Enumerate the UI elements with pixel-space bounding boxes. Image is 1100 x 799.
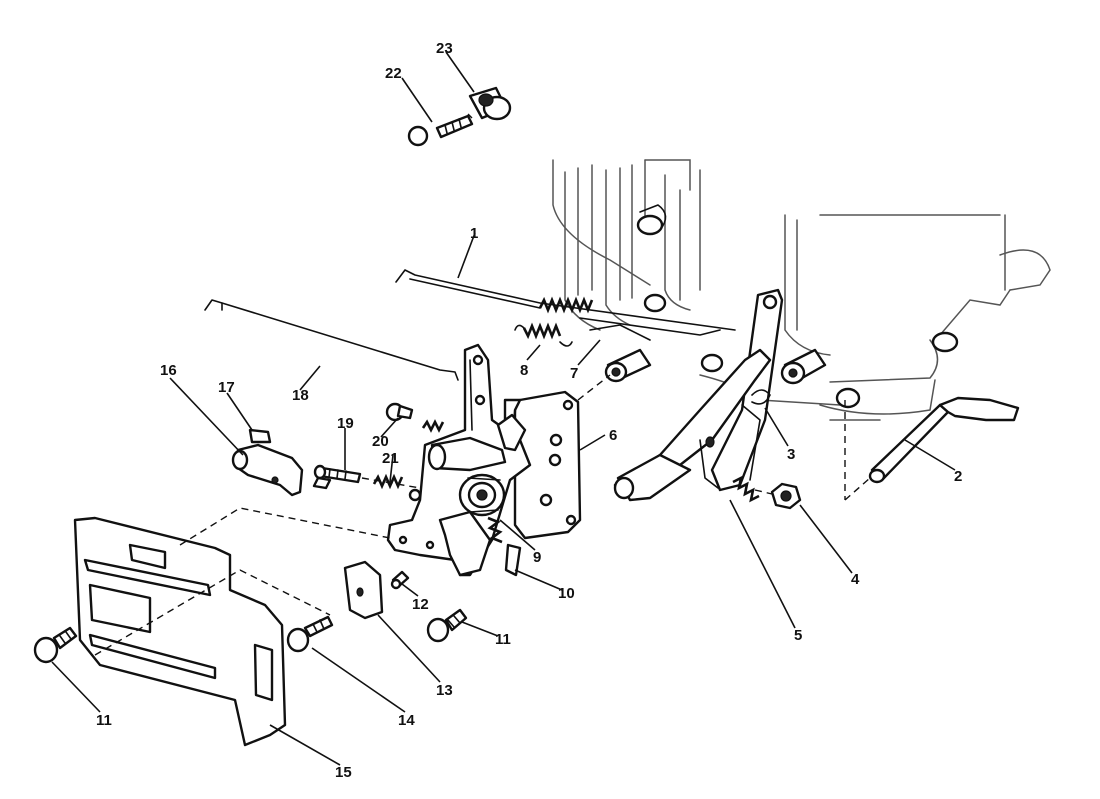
part-23-cable-clamp: [468, 86, 512, 121]
assembly-line-4: [754, 489, 773, 495]
callout-9: 9: [533, 549, 541, 566]
part-19-screw: [313, 464, 362, 484]
callout-1: 1: [470, 225, 478, 242]
assembly-line-22-23: [467, 113, 473, 119]
callout-22: 22: [385, 65, 402, 82]
callout-14: 14: [398, 712, 415, 729]
engine-block: [552, 159, 1051, 421]
control-plate-assembly: [386, 343, 532, 577]
part-16-17-cable-clip: [231, 428, 332, 497]
bushing: [604, 348, 652, 383]
part-21-spring: [372, 419, 445, 490]
callouts: 1 2 3 4 5 6 7 8 9 10 11 11 12 13 14 15 1…: [96, 40, 962, 781]
part-22-screw: [407, 114, 474, 147]
part-13-clip: [343, 560, 384, 620]
bushing-right: [780, 348, 827, 385]
callout-7: 7: [570, 365, 578, 382]
callout-16: 16: [160, 362, 177, 379]
part-11-bolt-right: [426, 608, 468, 643]
callout-6: 6: [609, 427, 617, 444]
leader-lines: [51, 51, 956, 766]
callout-11a: 11: [495, 631, 511, 648]
part-5-governor-lever: [613, 288, 784, 503]
callout-21: 21: [382, 450, 399, 467]
part-7-spring: [538, 296, 721, 341]
assembly-line-19: [361, 477, 421, 489]
callout-3: 3: [787, 446, 795, 463]
callout-15: 15: [335, 764, 352, 781]
callout-13: 13: [436, 682, 453, 699]
part-1-rod: [395, 269, 736, 331]
part-20-screw: [385, 402, 414, 422]
callout-11b: 11: [96, 712, 112, 729]
assembly-line-2: [844, 477, 871, 501]
callout-17: 17: [218, 379, 235, 396]
callout-19: 19: [337, 415, 354, 432]
callout-4: 4: [851, 571, 860, 588]
assembly-line-plate-2: [94, 569, 331, 656]
callout-5: 5: [794, 627, 802, 644]
callout-12: 12: [412, 596, 429, 613]
callout-2: 2: [954, 468, 962, 485]
callout-23: 23: [436, 40, 453, 57]
part-18-rod: [204, 299, 459, 381]
part-15-cover-plate: [73, 516, 287, 747]
callout-8: 8: [520, 362, 528, 379]
part-11-bolt-left: [33, 626, 78, 664]
part-4-nut: [770, 482, 802, 510]
part-14-bolt: [286, 615, 334, 653]
callout-20: 20: [372, 433, 389, 450]
part-3-clip: [751, 389, 771, 405]
part-2-shaft: [868, 396, 1020, 484]
callout-18: 18: [292, 387, 309, 404]
assembly-line-plate: [179, 507, 391, 546]
callout-10: 10: [558, 585, 575, 602]
part-8-spring: [514, 322, 573, 347]
assembly-line-bushing: [577, 374, 611, 401]
part-12-screw: [390, 570, 410, 590]
